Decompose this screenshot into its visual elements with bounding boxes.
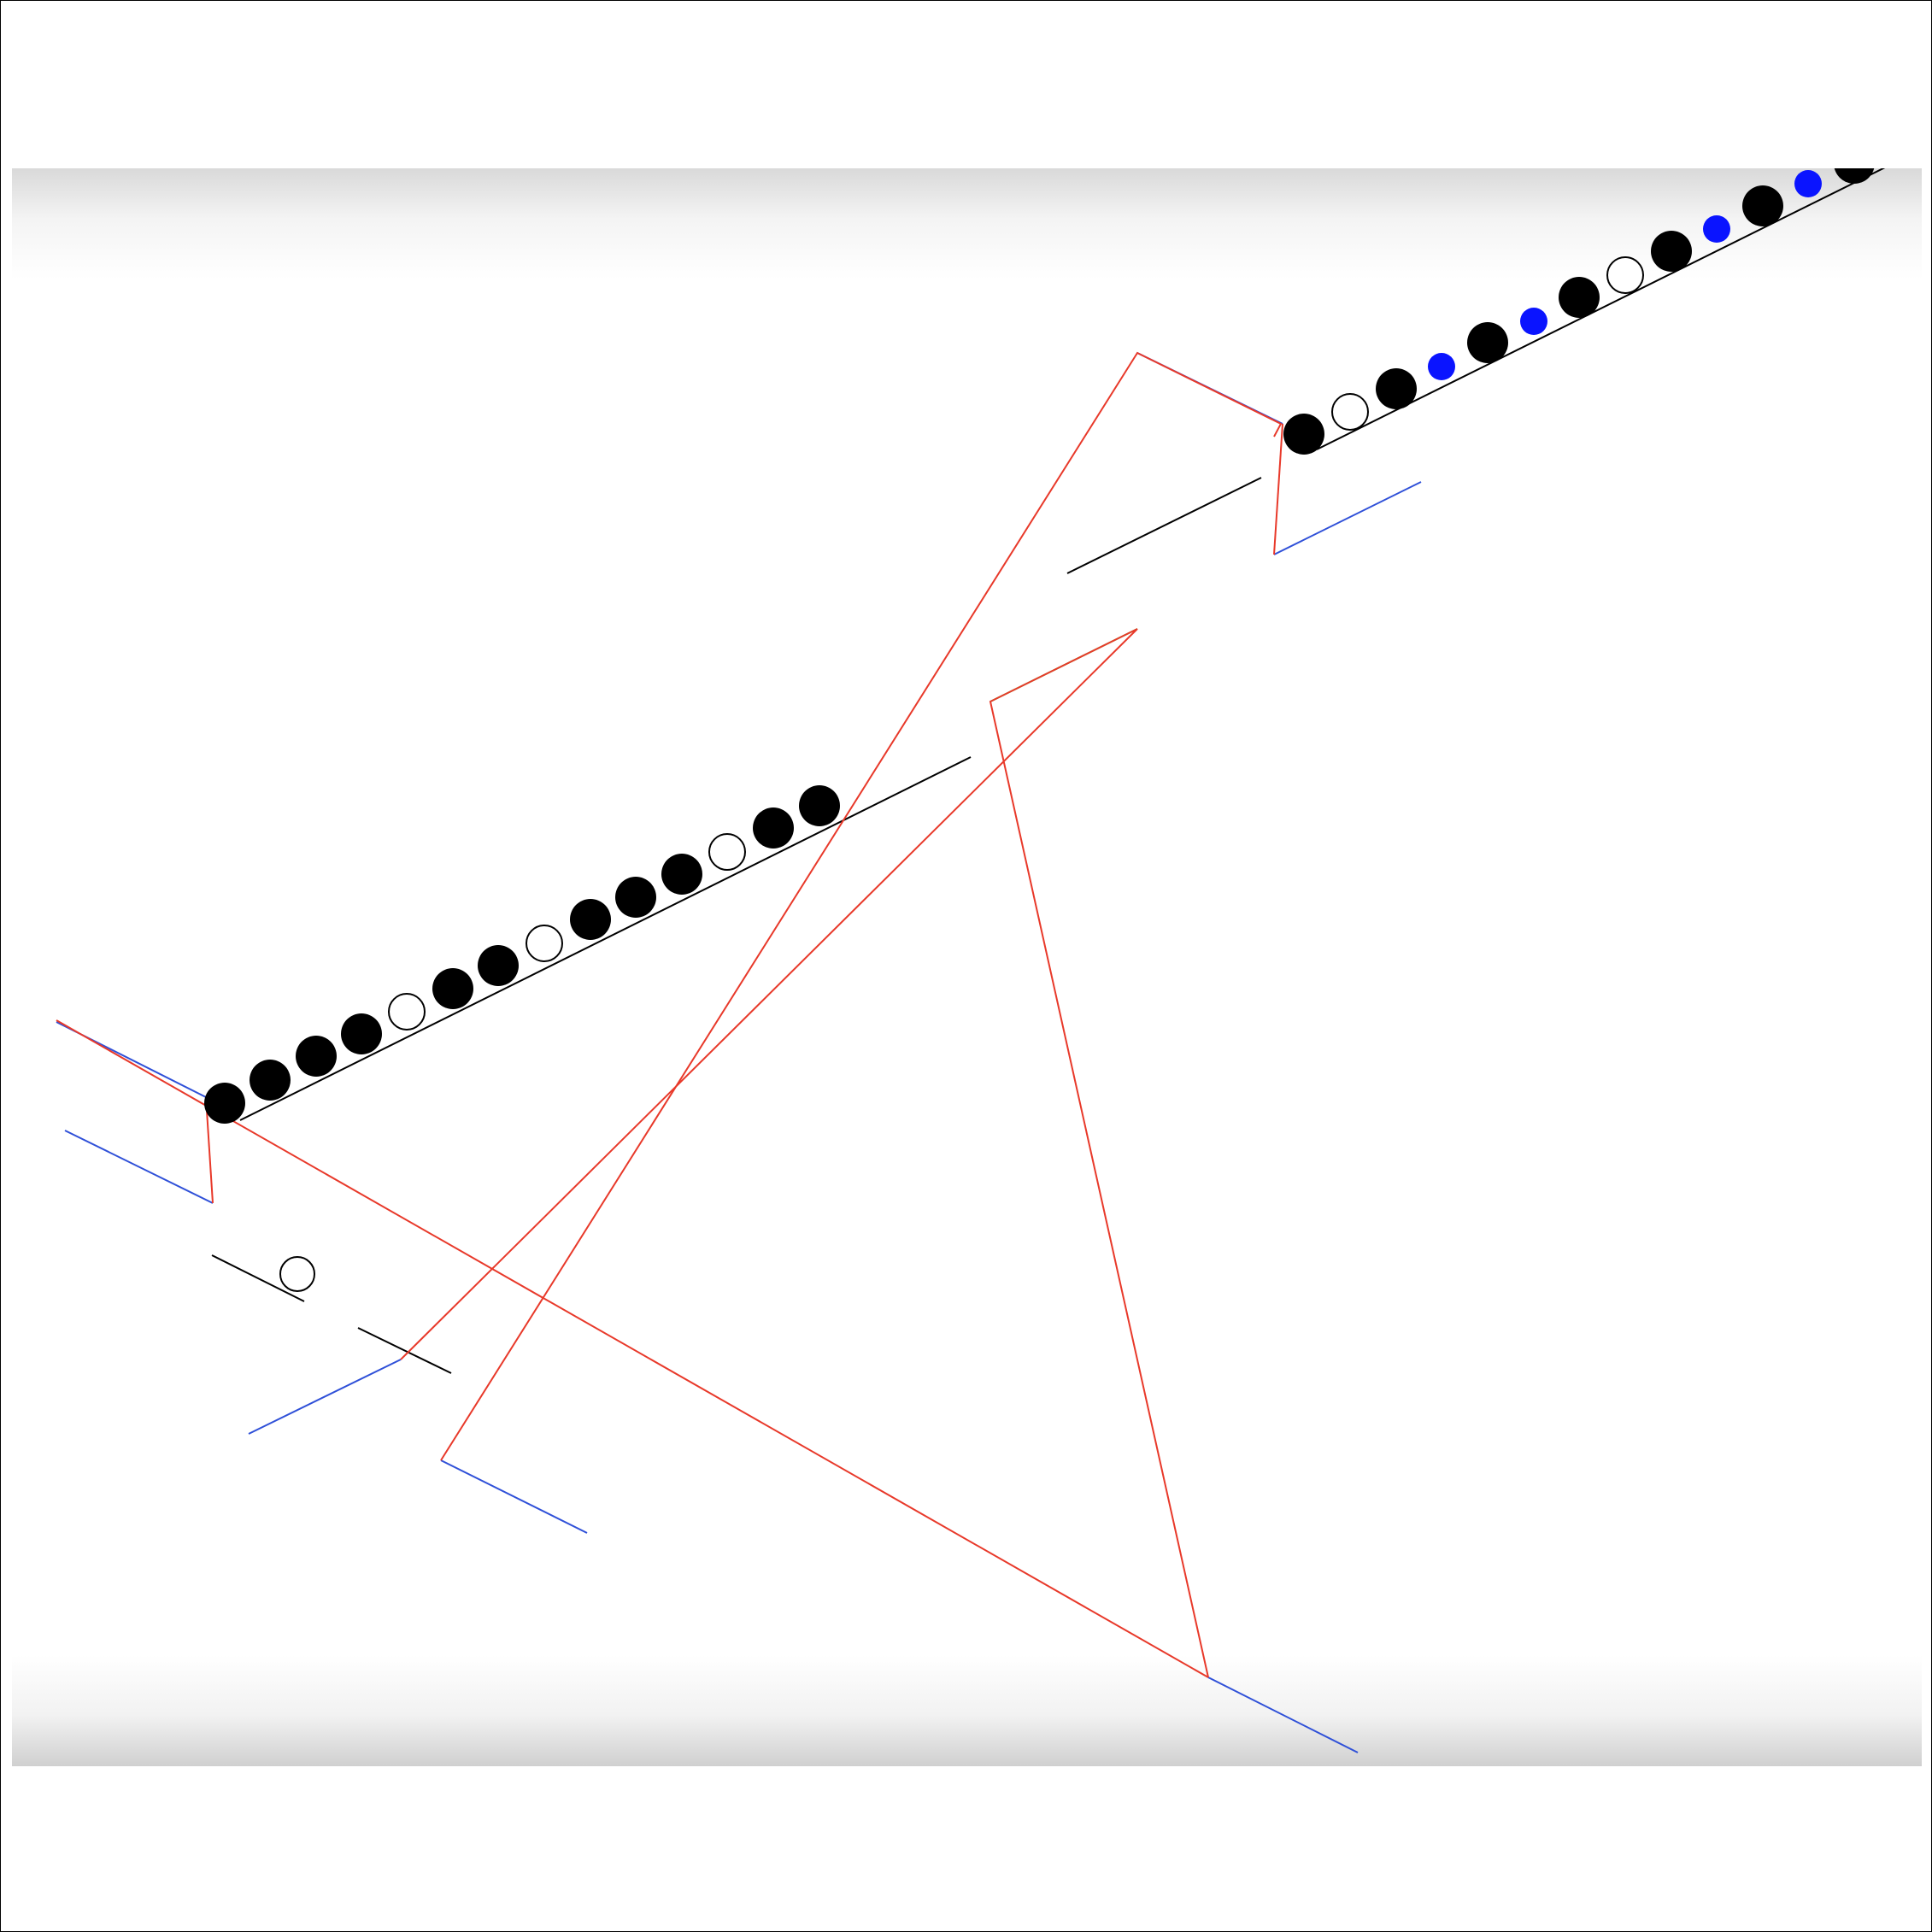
bead-hollow [388, 993, 426, 1031]
bead-filled [1742, 185, 1783, 226]
bead-hollow [1331, 393, 1369, 431]
bead-filled [1834, 168, 1875, 184]
bead-hollow [708, 833, 746, 871]
bead-hollow [1606, 256, 1644, 294]
bead-filled [661, 854, 702, 895]
red-ray-left-stub [205, 1096, 214, 1204]
short-rod-mid [1066, 477, 1262, 574]
bead-filled [1283, 414, 1324, 455]
bead-filled [1467, 322, 1508, 363]
blue-guide-right [1273, 481, 1422, 555]
bead-hollow [526, 925, 563, 962]
bead-filled [432, 968, 473, 1009]
bead-filled [570, 899, 611, 940]
blue-guide-low [248, 1359, 402, 1435]
bead-filled [478, 945, 519, 986]
bead-blue [1794, 170, 1822, 197]
chain-rod-left [239, 756, 972, 1121]
bead-filled [296, 1036, 337, 1077]
bead-blue [1703, 215, 1730, 243]
bead-chain-left [204, 785, 840, 1124]
bead-filled [753, 807, 794, 849]
bead-chain-right [1283, 168, 1875, 455]
bead-filled [1559, 277, 1600, 318]
bead-filled [204, 1083, 245, 1124]
diagram-scene [56, 168, 1886, 1753]
bead-filled [1651, 231, 1692, 272]
red-ray-zigzag [440, 351, 1283, 1461]
blue-guide-bottom-left [440, 1459, 588, 1534]
bead-filled [250, 1060, 291, 1101]
blue-guide-bottom-right [1207, 1677, 1359, 1753]
bead-filled [341, 1013, 382, 1054]
red-ray-right-stub [1273, 423, 1283, 555]
short-rod-low-1 [211, 1254, 305, 1302]
bead-hollow-loose [279, 1256, 315, 1292]
bead-filled [1376, 368, 1417, 409]
bead-filled [615, 877, 656, 918]
blue-guide-left [64, 1130, 214, 1204]
bead-filled [799, 785, 840, 826]
short-rod-low-2 [357, 1327, 452, 1374]
red-ray-triangle [400, 628, 1209, 1678]
bead-blue [1520, 308, 1547, 335]
bead-blue [1428, 353, 1455, 380]
red-ray-long-diagonal [56, 1019, 1209, 1678]
render-viewport [12, 168, 1922, 1766]
